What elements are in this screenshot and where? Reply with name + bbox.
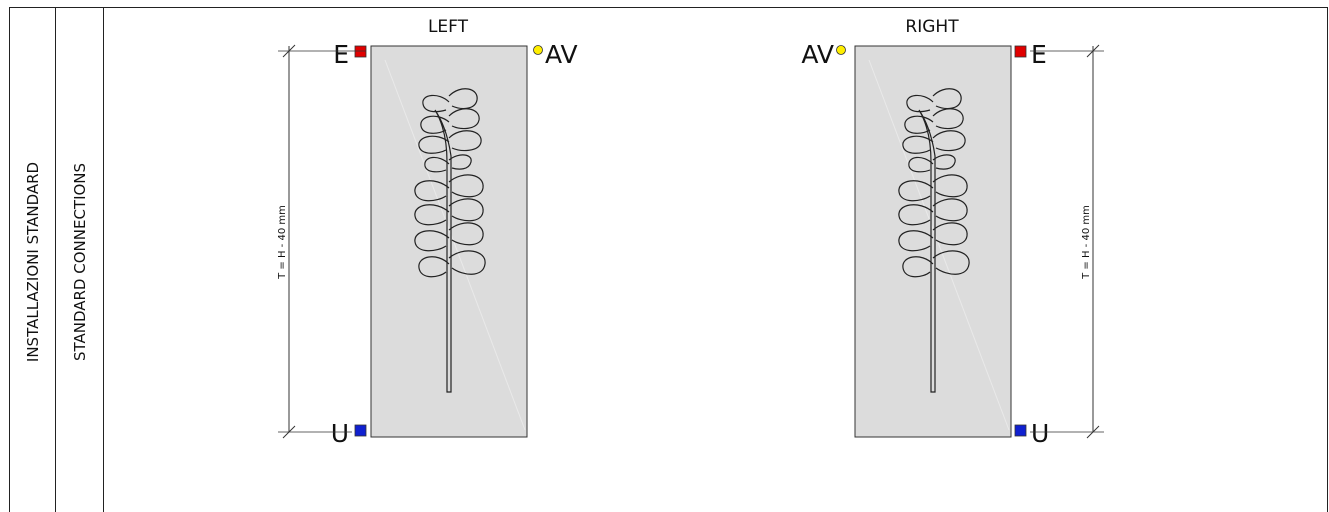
radiator-left <box>370 45 528 438</box>
inlet-label-left: E <box>333 40 349 69</box>
dimension-label-right: T = H - 40 mm <box>1081 205 1092 280</box>
sidebar-label-connections: STANDARD CONNECTIONS <box>71 163 89 361</box>
outlet-marker-left <box>354 424 367 437</box>
radiator-right <box>854 45 1012 438</box>
dimension-left <box>278 44 366 439</box>
panel-right-title: RIGHT <box>905 17 959 37</box>
outer-frame <box>9 7 1328 512</box>
dimension-label-left: T = H - 40 mm <box>277 205 288 280</box>
outlet-label-right: U <box>1031 419 1049 448</box>
dimension-right <box>1030 44 1104 439</box>
airvent-marker-right <box>836 45 846 55</box>
airvent-marker-left <box>533 45 543 55</box>
sidebar-label-installazioni: INSTALLAZIONI STANDARD <box>24 162 42 362</box>
airvent-label-left: AV <box>545 40 578 69</box>
outlet-marker-right <box>1014 424 1027 437</box>
airvent-label-right: AV <box>801 40 834 69</box>
inlet-label-right: E <box>1031 40 1047 69</box>
inlet-marker-left <box>354 45 367 58</box>
inlet-marker-right <box>1014 45 1027 58</box>
outlet-label-left: U <box>331 419 349 448</box>
panel-right: RIGHT AV E U T = H - 40 mm <box>801 17 1104 448</box>
radiator-right-sheen <box>868 59 1010 431</box>
radiator-left-sheen <box>384 59 526 431</box>
panel-left-title: LEFT <box>428 17 469 37</box>
panel-left: LEFT E AV U T = H - 40 mm <box>277 17 578 448</box>
